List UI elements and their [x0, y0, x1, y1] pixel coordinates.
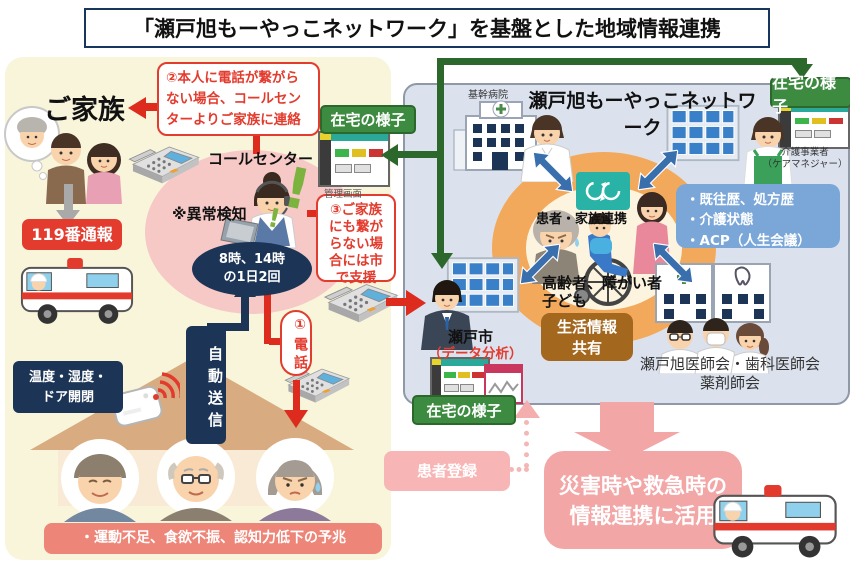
pink-dashed-connector: [509, 467, 529, 472]
home-sensor-icon: [111, 372, 180, 427]
life-info-badge: 生活情報 共有: [541, 313, 633, 361]
medical-associations-illustration: [655, 263, 771, 374]
red-arrowhead-icon: [406, 290, 426, 316]
green-connector: [397, 151, 441, 158]
patients-group-illustration: [532, 192, 671, 306]
home-status-badge: 在宅の様子: [320, 105, 416, 134]
care-provider-label: 介護事業者 （ケアマネジャー）: [762, 147, 848, 171]
red-connector: [293, 380, 300, 412]
network-title: 瀬戸旭もーやっこネットワーク: [528, 90, 757, 139]
data-analysis-label: （データ分析）: [428, 346, 523, 362]
navy-connector: [207, 323, 249, 331]
shared-info-item: ・既往歴、処方歴: [686, 192, 794, 208]
note-step3: ③ご家族 にも繋が らない場 合には市 で支援: [316, 194, 396, 286]
patient-registration-badge: 患者登録: [384, 451, 510, 491]
shared-info-item: ・ACP（人生会議）: [686, 232, 811, 249]
red-connector: [386, 298, 408, 306]
ambulance-icon: [710, 472, 840, 564]
note-step2: ②本人に電話が繋がら ない場合、コールセン ターよりご家族に連絡: [157, 62, 320, 136]
note-step1-phone: ①電話: [280, 310, 312, 376]
home-status-badge: 在宅の様子: [412, 395, 516, 425]
home-status-badge: 在宅の様子: [770, 73, 850, 116]
red-arrowhead-icon: [128, 97, 146, 119]
city-officer-illustration: [421, 280, 473, 350]
associations-label: 瀬戸旭医師会・歯科医師会 薬剤師会: [639, 355, 820, 392]
auto-send-label: 自動送信: [186, 326, 226, 444]
targets-label: 高齢者、障がい者 子ども: [542, 274, 663, 310]
gray-connector: [64, 184, 73, 212]
admin-screen-label: 管理画面: [324, 189, 363, 200]
elderly-woman-icon: [256, 438, 334, 521]
call-center-label: コールセンター: [208, 150, 314, 168]
green-arrowhead-icon: [431, 253, 453, 269]
shared-info-box: ・既往歴、処方歴 ・介護状態 ・ACP（人生会議）: [676, 184, 840, 249]
network-logo-icon: [576, 172, 630, 210]
elderly-man-1-icon: [61, 439, 139, 522]
sensor-box-label: 温度・湿度・ ドア開閉: [13, 361, 123, 413]
green-connector: [437, 58, 807, 65]
pink-big-arrow: [600, 402, 654, 434]
family-label: ご家族: [44, 95, 125, 126]
red-arrowhead-icon: [284, 410, 308, 428]
green-arrowhead-icon: [791, 64, 813, 79]
phone-icon: [126, 132, 204, 188]
hub-label: 患者・家族連携: [536, 212, 628, 227]
disaster-use-box: 災害時や救急時の 情報連携に活用: [544, 451, 742, 549]
care-manager-illustration: [743, 117, 793, 186]
red-connector: [307, 210, 319, 217]
symptoms-banner: ・運動不足、食欲不振、認知力低下の予兆: [44, 523, 382, 554]
admin-dashboard-screenshot: [318, 131, 390, 187]
seto-city-label: 瀬戸市: [448, 328, 494, 346]
page-title: 「瀬戸旭もーやっこネットワーク」を基盤とした地域情報連携: [84, 8, 770, 48]
red-connector: [264, 290, 271, 344]
navy-connector: [241, 296, 249, 331]
red-connector: [144, 103, 160, 111]
emergency-call-badge: 119番通報: [22, 219, 122, 250]
operator-illustration: [220, 172, 297, 256]
red-connector: [253, 132, 260, 154]
red-connector: [269, 338, 285, 345]
hospital-label: 基幹病院: [468, 90, 508, 101]
elderly-man-2-icon: [157, 438, 235, 521]
pink-arrowhead-icon: [514, 400, 540, 418]
green-arrowhead-icon: [381, 144, 398, 166]
shared-info-item: ・介護状態: [686, 212, 754, 229]
anomaly-label: ※異常検知: [172, 205, 247, 223]
schedule-badge: 8時、14時 の1日2回: [192, 242, 312, 296]
pink-dashed-connector: [524, 420, 529, 468]
ambulance-icon: [18, 246, 136, 330]
